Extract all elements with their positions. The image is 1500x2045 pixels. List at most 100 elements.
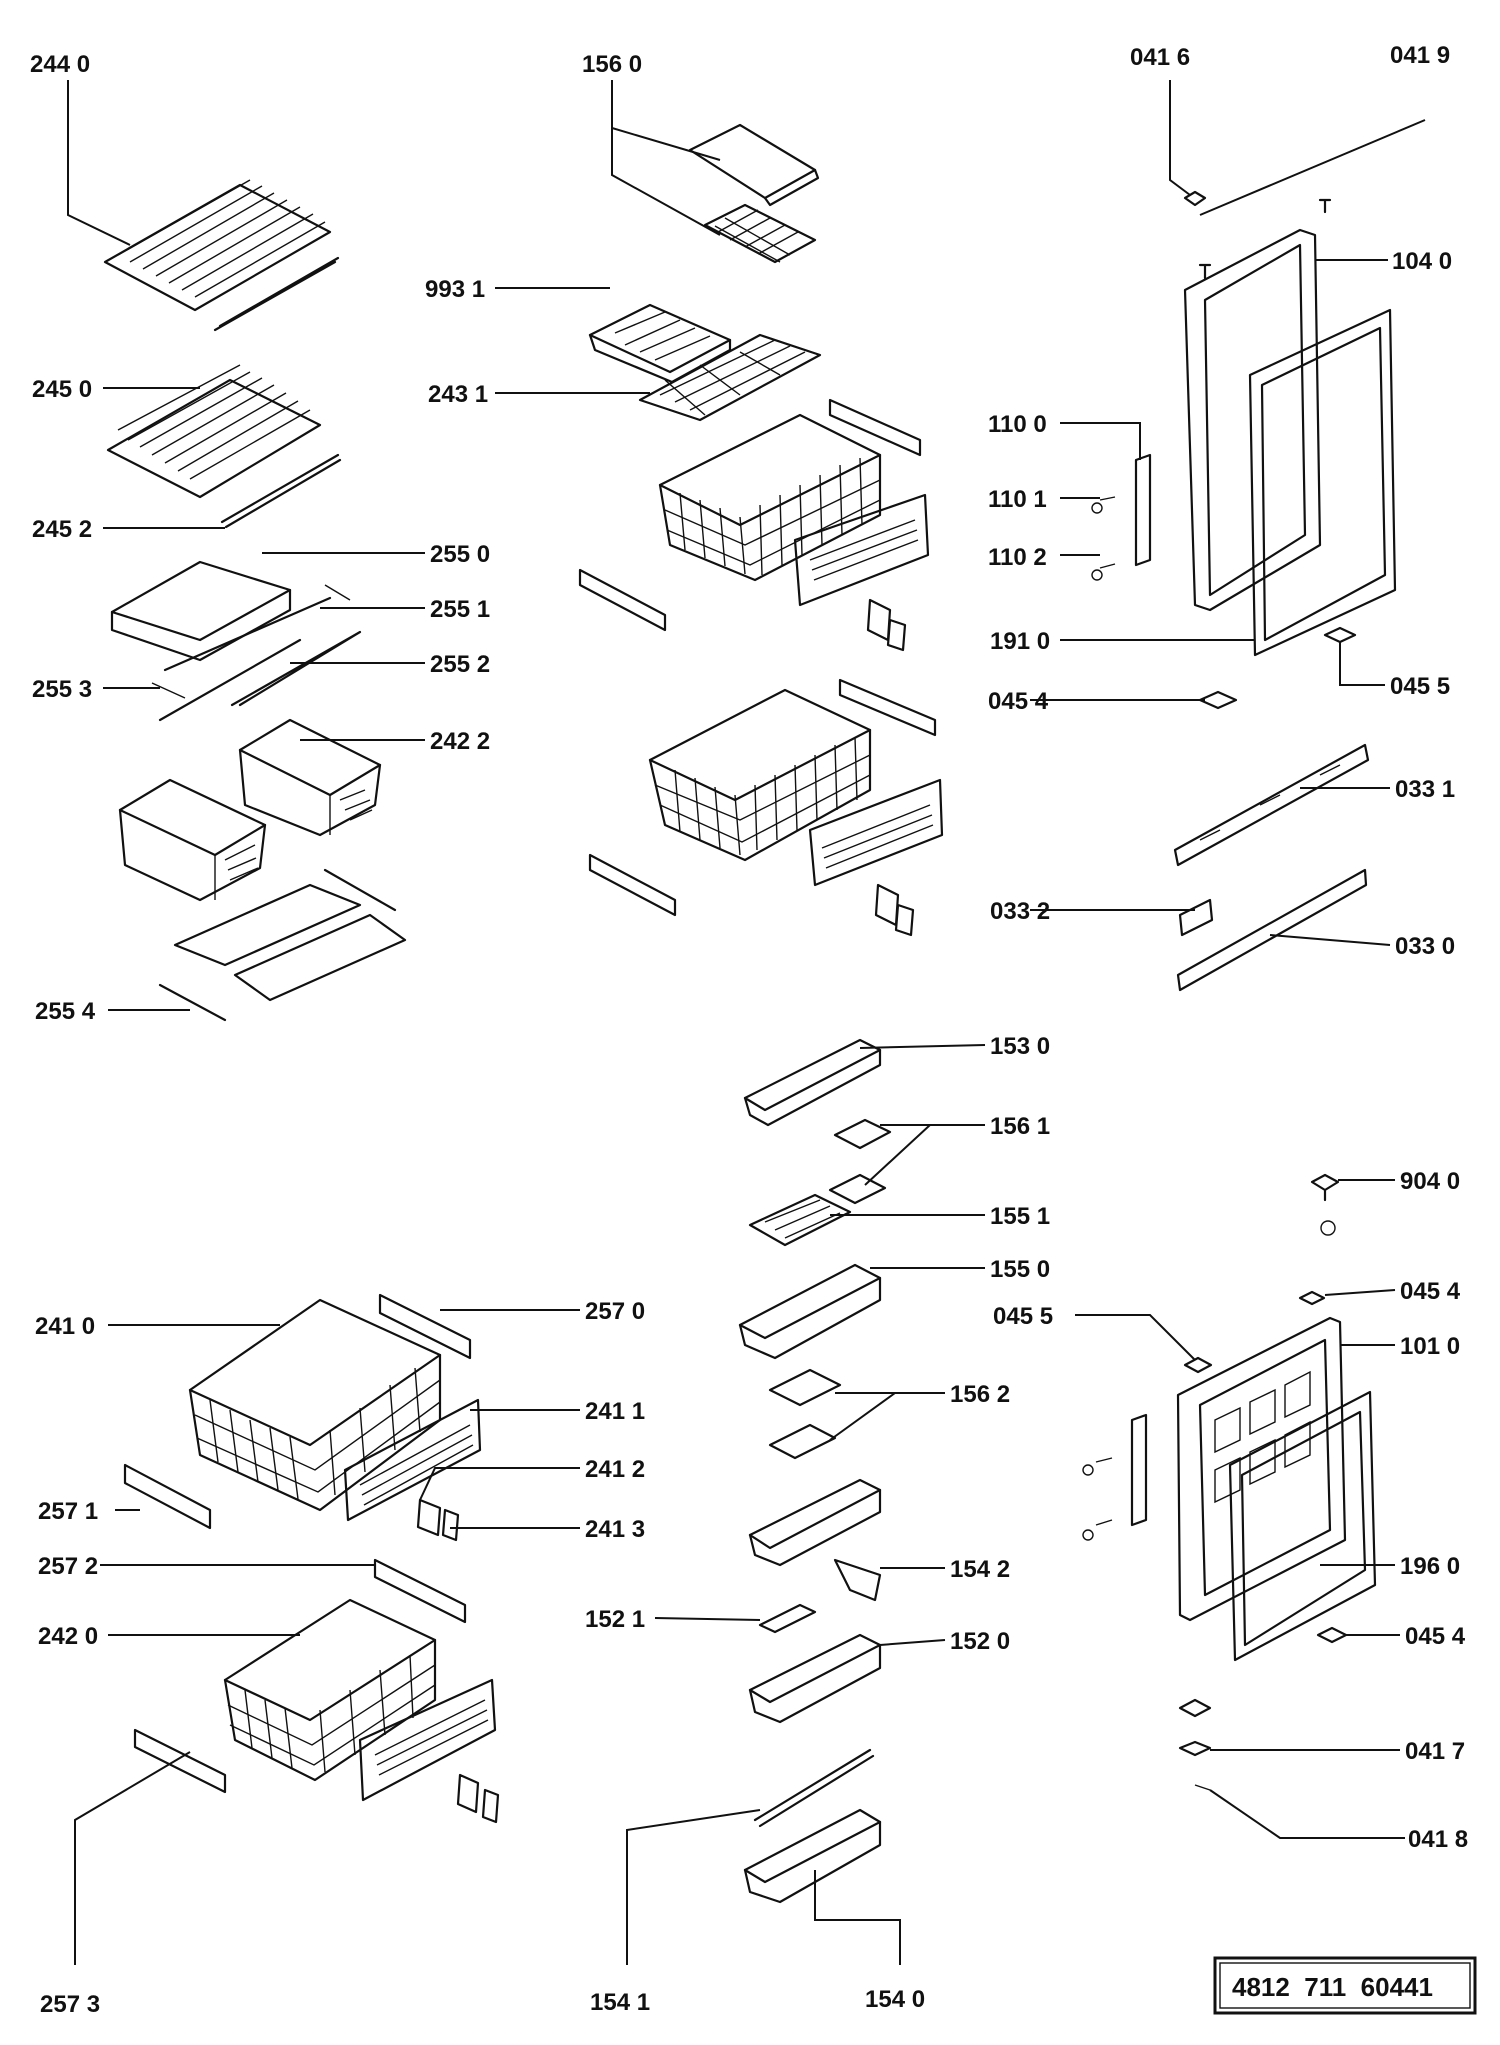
label-041-8: 041 8 <box>1408 1826 1468 1853</box>
label-241-3: 241 3 <box>585 1516 645 1543</box>
door-bin-154-upper <box>748 1478 882 1567</box>
hinge-110 <box>1134 453 1152 567</box>
label-243-1: 243 1 <box>428 381 488 408</box>
dish-156-2-b <box>768 1423 837 1460</box>
egg-tray-155-1 <box>748 1193 852 1247</box>
label-257-3: 257 3 <box>40 1991 100 2018</box>
wire-shelf-244 <box>103 179 340 332</box>
label-045-4-mid: 045 4 <box>1400 1278 1461 1305</box>
label-110-2: 110 2 <box>988 544 1047 571</box>
washer-lower-1 <box>1082 1464 1094 1476</box>
washer-110-1 <box>1091 502 1103 514</box>
knob-904 <box>1310 1173 1340 1202</box>
bar-154-1 <box>753 1748 875 1828</box>
pin-041-7 <box>1178 1740 1212 1757</box>
clip-upper <box>866 598 907 652</box>
pin-041-6 <box>1183 190 1207 207</box>
label-155-1: 155 1 <box>990 1203 1050 1230</box>
bushing-045-4-mid <box>1298 1290 1326 1306</box>
label-110-0: 110 0 <box>988 411 1047 438</box>
door-bin-155 <box>738 1263 882 1360</box>
label-033-2: 033 2 <box>990 898 1050 925</box>
label-242-0: 242 0 <box>38 1623 98 1650</box>
label-156-2: 156 2 <box>950 1381 1010 1408</box>
glass-panels-255-4 <box>158 868 407 1022</box>
label-244-0: 244 0 <box>30 51 90 78</box>
label-041-7: 041 7 <box>1405 1738 1465 1765</box>
label-255-3: 255 3 <box>32 676 92 703</box>
rail-upper-right <box>828 398 922 457</box>
basket-front-upper <box>793 493 930 607</box>
label-033-1: 033 1 <box>1395 776 1455 803</box>
label-045-5-mid: 045 5 <box>993 1303 1053 1330</box>
bushing-045-4-top <box>1198 690 1238 710</box>
label-041-9: 041 9 <box>1390 42 1450 69</box>
label-104-0: 104 0 <box>1392 248 1452 275</box>
basket-front-lower-lines <box>821 804 934 869</box>
label-241-0: 241 0 <box>35 1313 95 1340</box>
part-156-1-a <box>833 1118 892 1150</box>
label-110-1: 110 1 <box>988 486 1047 513</box>
label-153-0: 153 0 <box>990 1033 1050 1060</box>
label-255-1: 255 1 <box>430 596 490 623</box>
rail-257-3 <box>133 1728 227 1794</box>
clip-033-2 <box>1178 898 1214 937</box>
rail-033-1 <box>1173 743 1370 867</box>
fridge-door-101 <box>1176 1316 1377 1662</box>
bushing-045-5-mid <box>1183 1356 1213 1374</box>
label-257-1: 257 1 <box>38 1498 98 1525</box>
rail-257-1 <box>123 1463 212 1530</box>
door-bin-154 <box>743 1808 882 1904</box>
clip-241 <box>416 1498 460 1542</box>
label-045-4-top: 045 4 <box>988 688 1049 715</box>
label-154-0: 154 0 <box>865 1986 925 2013</box>
basket-242 <box>223 1598 437 1782</box>
rail-033-1-marks <box>1199 764 1341 841</box>
rail-lower-right <box>838 678 937 737</box>
clip-lower <box>874 883 915 937</box>
label-245-2: 245 2 <box>32 516 92 543</box>
part-154-2 <box>833 1558 882 1602</box>
label-196-0: 196 0 <box>1400 1553 1460 1580</box>
crisper-drawers-242 <box>118 718 382 902</box>
label-041-6: 041 6 <box>1130 44 1190 71</box>
label-154-2: 154 2 <box>950 1556 1010 1583</box>
label-154-1: 154 1 <box>590 1989 650 2016</box>
label-033-0: 033 0 <box>1395 933 1455 960</box>
label-241-2: 241 2 <box>585 1456 645 1483</box>
label-255-0: 255 0 <box>430 541 490 568</box>
label-152-1: 152 1 <box>585 1606 645 1633</box>
wire-rack-243 <box>638 333 822 422</box>
bushing-045-4-low <box>1316 1626 1348 1644</box>
part-156-1-b <box>828 1173 887 1205</box>
freezer-basket-upper <box>658 413 882 582</box>
ice-tray-156 <box>688 123 820 264</box>
label-152-0: 152 0 <box>950 1628 1010 1655</box>
reference-number: 4812 711 60441 <box>1232 1972 1433 2002</box>
label-045-5-top: 045 5 <box>1390 673 1450 700</box>
label-101-0: 101 0 <box>1400 1333 1460 1360</box>
label-255-4: 255 4 <box>35 998 96 1025</box>
basket-front-242 <box>358 1678 497 1802</box>
label-241-1: 241 1 <box>585 1398 645 1425</box>
label-242-2: 242 2 <box>430 728 490 755</box>
dish-156-2-a <box>768 1368 842 1407</box>
label-156-0: 156 0 <box>582 51 642 78</box>
cap-904 <box>1320 1220 1336 1236</box>
label-257-2: 257 2 <box>38 1553 98 1580</box>
bushing-045-5-top <box>1323 626 1357 644</box>
label-045-4-low: 045 4 <box>1405 1623 1466 1650</box>
label-155-0: 155 0 <box>990 1256 1050 1283</box>
door-bin-153 <box>743 1038 882 1127</box>
screws-110 <box>1099 496 1116 569</box>
bracket-lower <box>1178 1698 1212 1718</box>
tray-993 <box>588 303 732 384</box>
pin-041-8 <box>1194 1784 1211 1791</box>
basket-front-241-lines <box>359 1424 474 1506</box>
hinge-lower <box>1130 1413 1148 1527</box>
label-156-1: 156 1 <box>990 1113 1050 1140</box>
basket-front-241-1 <box>343 1398 482 1522</box>
clip-242 <box>456 1773 500 1824</box>
rail-033-0 <box>1176 868 1368 992</box>
